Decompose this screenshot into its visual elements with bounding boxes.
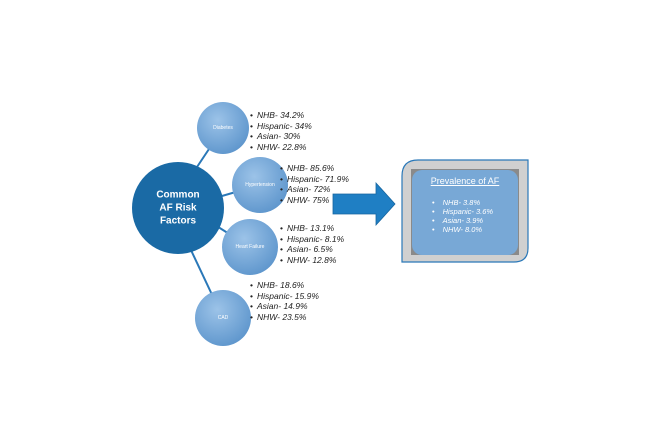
prevalence-stats: NHB- 3.8% Hispanic- 3.6% Asian- 3.9% NHW… [432,198,493,234]
stat: NHB- 85.6% [280,163,349,174]
prevalence-title: Prevalence of AF [430,176,500,186]
center-line: Factors [159,215,197,227]
stat: NHB- 13.1% [280,223,344,234]
stat: Asian- 3.9% [432,216,493,225]
stat: Hispanic- 71.9% [280,174,349,185]
stat: Asian- 30% [250,131,312,142]
stat: Hispanic- 15.9% [250,291,319,302]
stat: Asian- 72% [280,184,349,195]
stat: Hispanic- 3.6% [432,207,493,216]
stat: NHW- 22.8% [250,142,312,153]
hypertension-circle [232,157,288,213]
stat: NHW- 75% [280,195,349,206]
stat: Asian- 14.9% [250,301,319,312]
center-line: AF Risk [159,202,197,214]
heart-failure-circle [222,219,278,275]
stat: Hispanic- 34% [250,121,312,132]
diabetes-stats: NHB- 34.2% Hispanic- 34% Asian- 30% NHW-… [250,110,312,152]
stat: NHW- 23.5% [250,312,319,323]
diabetes-label: Diabetes [213,125,233,131]
stat: NHW- 12.8% [280,255,344,266]
cad-circle [195,290,251,346]
center-line: Common [156,189,200,201]
stat: Hispanic- 8.1% [280,234,344,245]
cad-label: CAD [217,315,229,321]
center-label: Common AF Risk Factors [138,189,218,228]
diabetes-circle [197,102,249,154]
stat: Asian- 6.5% [280,244,344,255]
cad-stats: NHB- 18.6% Hispanic- 15.9% Asian- 14.9% … [250,280,319,322]
heart-failure-label: Heart Failure [235,244,265,250]
stat: NHB- 3.8% [432,198,493,207]
stat: NHW- 8.0% [432,225,493,234]
hypertension-stats: NHB- 85.6% Hispanic- 71.9% Asian- 72% NH… [280,163,349,205]
stat: NHB- 18.6% [250,280,319,291]
hypertension-label: Hypertension [245,182,275,188]
stat: NHB- 34.2% [250,110,312,121]
center-circle [132,162,224,254]
heart-failure-stats: NHB- 13.1% Hispanic- 8.1% Asian- 6.5% NH… [280,223,344,265]
arrow-icon [332,181,396,227]
